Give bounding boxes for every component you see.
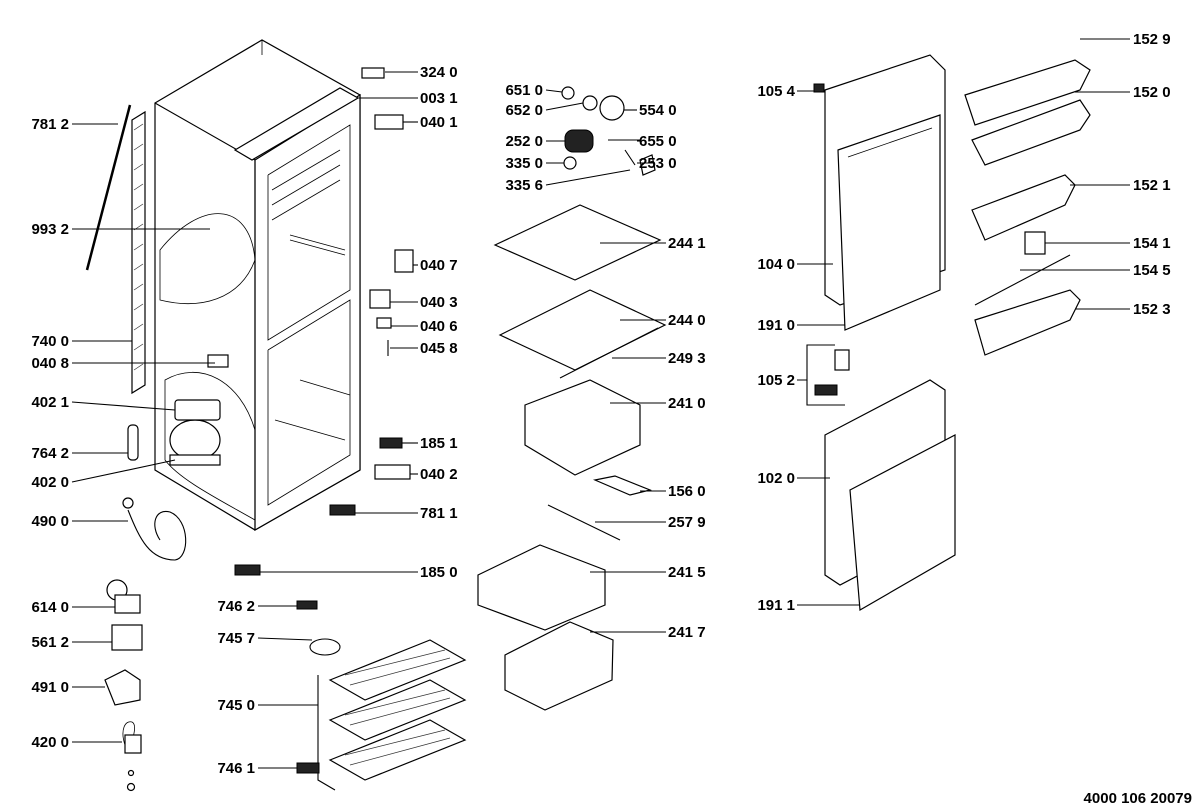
part-label: 105 4 [757,83,795,100]
part-label: 045 8 [420,340,458,357]
part-label: 154 5 [1133,262,1171,279]
part-label: 244 1 [668,235,706,252]
glass-shelves [493,204,667,379]
part-label: 324 0 [420,64,458,81]
part-label: 244 0 [668,312,706,329]
leader-lines [71,38,1130,769]
part-label: 003 1 [420,90,458,107]
part-label: 614 0 [31,599,69,616]
part-label: 781 1 [420,505,458,522]
freezer-door [824,379,956,611]
part-label: 490 0 [31,513,69,530]
part-label: 040 3 [420,294,458,311]
crisper-drawers [477,379,652,711]
part-label: 156 0 [668,483,706,500]
part-label: 554 0 [639,102,677,119]
compressor [127,399,221,466]
part-label: 335 0 [505,155,543,172]
part-label: 655 0 [639,133,677,150]
part-label: 402 0 [31,474,69,491]
part-label: 746 2 [217,598,255,615]
part-label: 040 6 [420,318,458,335]
part-labels: 324 0 003 1 040 1 781 2 993 2 740 0 040 … [31,31,1170,777]
door-bins [964,59,1091,356]
part-label: 740 0 [31,333,69,350]
part-label: 185 1 [420,435,458,452]
part-label: 745 7 [217,630,255,647]
part-label: 040 1 [420,114,458,131]
part-label: 241 5 [668,564,706,581]
part-label: 745 0 [217,697,255,714]
document-code: 4000 106 20079 [1083,790,1192,807]
part-label: 105 2 [757,372,795,389]
refrigerator-door [813,54,946,331]
part-label: 402 1 [31,394,69,411]
part-label: 746 1 [217,760,255,777]
rod-part [85,104,132,271]
part-label: 104 0 [757,256,795,273]
part-label: 154 1 [1133,235,1171,252]
part-label: 152 0 [1133,84,1171,101]
part-label: 249 3 [668,350,706,367]
part-label: 561 2 [31,634,69,651]
part-label: 191 1 [757,597,795,614]
part-label: 152 3 [1133,301,1171,318]
part-label: 652 0 [505,102,543,119]
power-cord [127,509,187,561]
part-label: 102 0 [757,470,795,487]
part-label: 420 0 [31,734,69,751]
part-label: 241 0 [668,395,706,412]
part-label: 257 9 [668,514,706,531]
part-label: 040 8 [31,355,69,372]
part-label: 040 7 [420,257,458,274]
part-label: 253 0 [639,155,677,172]
part-label: 185 0 [420,564,458,581]
part-label: 764 2 [31,445,69,462]
part-label: 993 2 [31,221,69,238]
part-label: 781 2 [31,116,69,133]
part-label: 651 0 [505,82,543,99]
thermostat-parts [104,579,143,792]
part-label: 152 9 [1133,31,1171,48]
part-label: 241 7 [668,624,706,641]
part-label: 152 1 [1133,177,1171,194]
part-label: 491 0 [31,679,69,696]
part-label: 040 2 [420,466,458,483]
part-label: 335 6 [505,177,543,194]
part-label: 191 0 [757,317,795,334]
wire-shelves [317,639,467,791]
condenser-coil [131,110,146,395]
controls-assembly [561,86,656,176]
part-label: 252 0 [505,133,543,150]
